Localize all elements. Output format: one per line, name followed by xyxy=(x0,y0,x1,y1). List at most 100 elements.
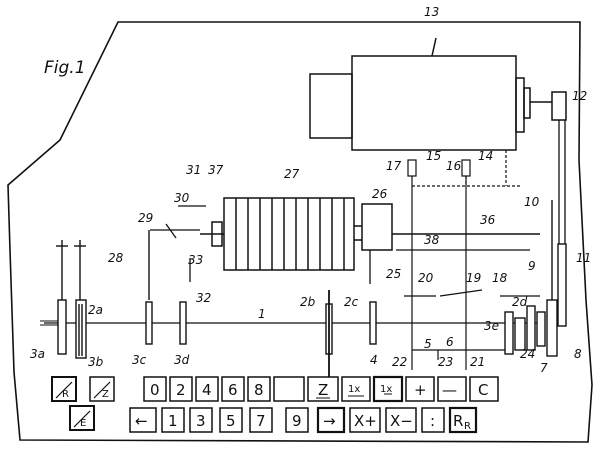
key-rr[interactable] xyxy=(448,406,478,434)
key-8[interactable] xyxy=(247,376,271,402)
key-plus[interactable] xyxy=(405,376,435,402)
label-24: 24 xyxy=(520,347,535,361)
keyboard-row-1: R Z 0 2 4 6 8 Z 1x 1x + — C xyxy=(51,375,499,403)
key-r-left-label: R xyxy=(62,389,69,400)
key-1x-plus-label: 1x xyxy=(380,384,392,395)
key-plus-label: + xyxy=(414,381,427,399)
key-rr-subscript: R xyxy=(464,421,471,432)
key-3[interactable] xyxy=(189,407,213,433)
label-12: 12 xyxy=(572,89,587,103)
key-z-label: Z xyxy=(318,381,328,399)
key-2[interactable] xyxy=(169,376,193,402)
label-38: 38 xyxy=(424,233,440,247)
label-28: 28 xyxy=(108,251,124,265)
key-right-arrow-label: → xyxy=(323,412,336,430)
belt-drive xyxy=(558,120,566,244)
label-26: 26 xyxy=(372,187,388,201)
levers xyxy=(150,205,483,297)
gears-3a-3b xyxy=(56,240,87,359)
label-16: 16 xyxy=(446,159,462,173)
label-15: 15 xyxy=(426,149,441,163)
key-4-label: 4 xyxy=(202,381,212,399)
key-1[interactable] xyxy=(161,407,185,433)
key-z[interactable] xyxy=(307,376,339,402)
label-3c: 3c xyxy=(132,353,147,367)
key-0[interactable] xyxy=(143,376,167,402)
key-4[interactable] xyxy=(195,376,219,402)
label-19: 19 xyxy=(466,271,481,285)
key-e-left[interactable] xyxy=(69,405,95,431)
key-right-arrow[interactable] xyxy=(316,406,346,434)
label-3d: 3d xyxy=(174,353,190,367)
key-divide[interactable] xyxy=(421,407,445,433)
label-5: 5 xyxy=(424,337,432,351)
label-32: 32 xyxy=(196,291,211,305)
key-divide-label: : xyxy=(430,412,435,430)
label-25: 25 xyxy=(386,267,401,281)
key-6[interactable] xyxy=(221,376,245,402)
key-x-plus[interactable] xyxy=(349,407,381,433)
key-z-left[interactable] xyxy=(89,376,115,402)
key-c[interactable] xyxy=(469,376,499,402)
keyboard-row-2: E ← 1 3 5 7 9 → X+ X− : R R xyxy=(69,405,478,434)
key-5-label: 5 xyxy=(226,412,236,430)
key-blank[interactable] xyxy=(273,376,305,402)
key-x-plus-label: X+ xyxy=(354,412,377,430)
label-23: 23 xyxy=(438,355,453,369)
vertical-shafts xyxy=(396,150,540,370)
label-9: 9 xyxy=(528,259,536,273)
label-29: 29 xyxy=(138,211,153,225)
key-5[interactable] xyxy=(219,407,243,433)
label-2a: 2a xyxy=(88,303,103,317)
label-21: 21 xyxy=(470,355,485,369)
drum-27 xyxy=(200,197,380,271)
label-36: 36 xyxy=(480,213,496,227)
figure-outline xyxy=(7,21,593,443)
key-6-label: 6 xyxy=(228,381,238,399)
key-left-arrow-label: ← xyxy=(135,412,148,430)
label-17: 17 xyxy=(386,159,402,173)
label-10: 10 xyxy=(524,195,540,209)
label-6: 6 xyxy=(446,335,454,349)
key-1x-plus[interactable] xyxy=(372,375,404,403)
key-9-label: 9 xyxy=(292,412,302,430)
key-1-label: 1 xyxy=(168,412,178,430)
label-22: 22 xyxy=(392,355,407,369)
key-left-arrow[interactable] xyxy=(129,407,157,433)
label-18: 18 xyxy=(492,271,508,285)
motor-13 xyxy=(309,37,567,151)
unit-26 xyxy=(361,203,540,251)
label-2c: 2c xyxy=(344,295,359,309)
key-x-minus[interactable] xyxy=(385,407,417,433)
key-e-left-label: E xyxy=(80,418,86,429)
key-minus[interactable] xyxy=(437,376,467,402)
key-9[interactable] xyxy=(285,407,309,433)
label-3e: 3e xyxy=(484,319,499,333)
label-4: 4 xyxy=(370,353,378,367)
key-1x[interactable] xyxy=(341,376,371,402)
label-8: 8 xyxy=(574,347,582,361)
label-30: 30 xyxy=(174,191,190,205)
label-3b: 3b xyxy=(88,355,104,369)
label-20: 20 xyxy=(418,271,434,285)
key-1x-label: 1x xyxy=(348,384,360,395)
label-37: 37 xyxy=(208,163,224,177)
key-r-left[interactable] xyxy=(51,376,77,402)
key-2-label: 2 xyxy=(176,381,186,399)
label-7: 7 xyxy=(540,361,548,375)
main-shaft-1 xyxy=(40,320,540,326)
key-z-left-label: Z xyxy=(102,389,109,400)
label-1: 1 xyxy=(258,307,266,321)
gear-cluster-right xyxy=(504,200,567,357)
label-33: 33 xyxy=(188,253,203,267)
key-7[interactable] xyxy=(249,407,273,433)
figure-label: Fig.1 xyxy=(44,58,86,78)
key-0-label: 0 xyxy=(150,381,160,399)
key-8-label: 8 xyxy=(254,381,264,399)
key-rr-label: R xyxy=(453,412,463,430)
label-3a: 3a xyxy=(30,347,45,361)
key-minus-label: — xyxy=(442,381,457,399)
gears-2b-2c xyxy=(325,290,377,380)
key-3-label: 3 xyxy=(196,412,206,430)
